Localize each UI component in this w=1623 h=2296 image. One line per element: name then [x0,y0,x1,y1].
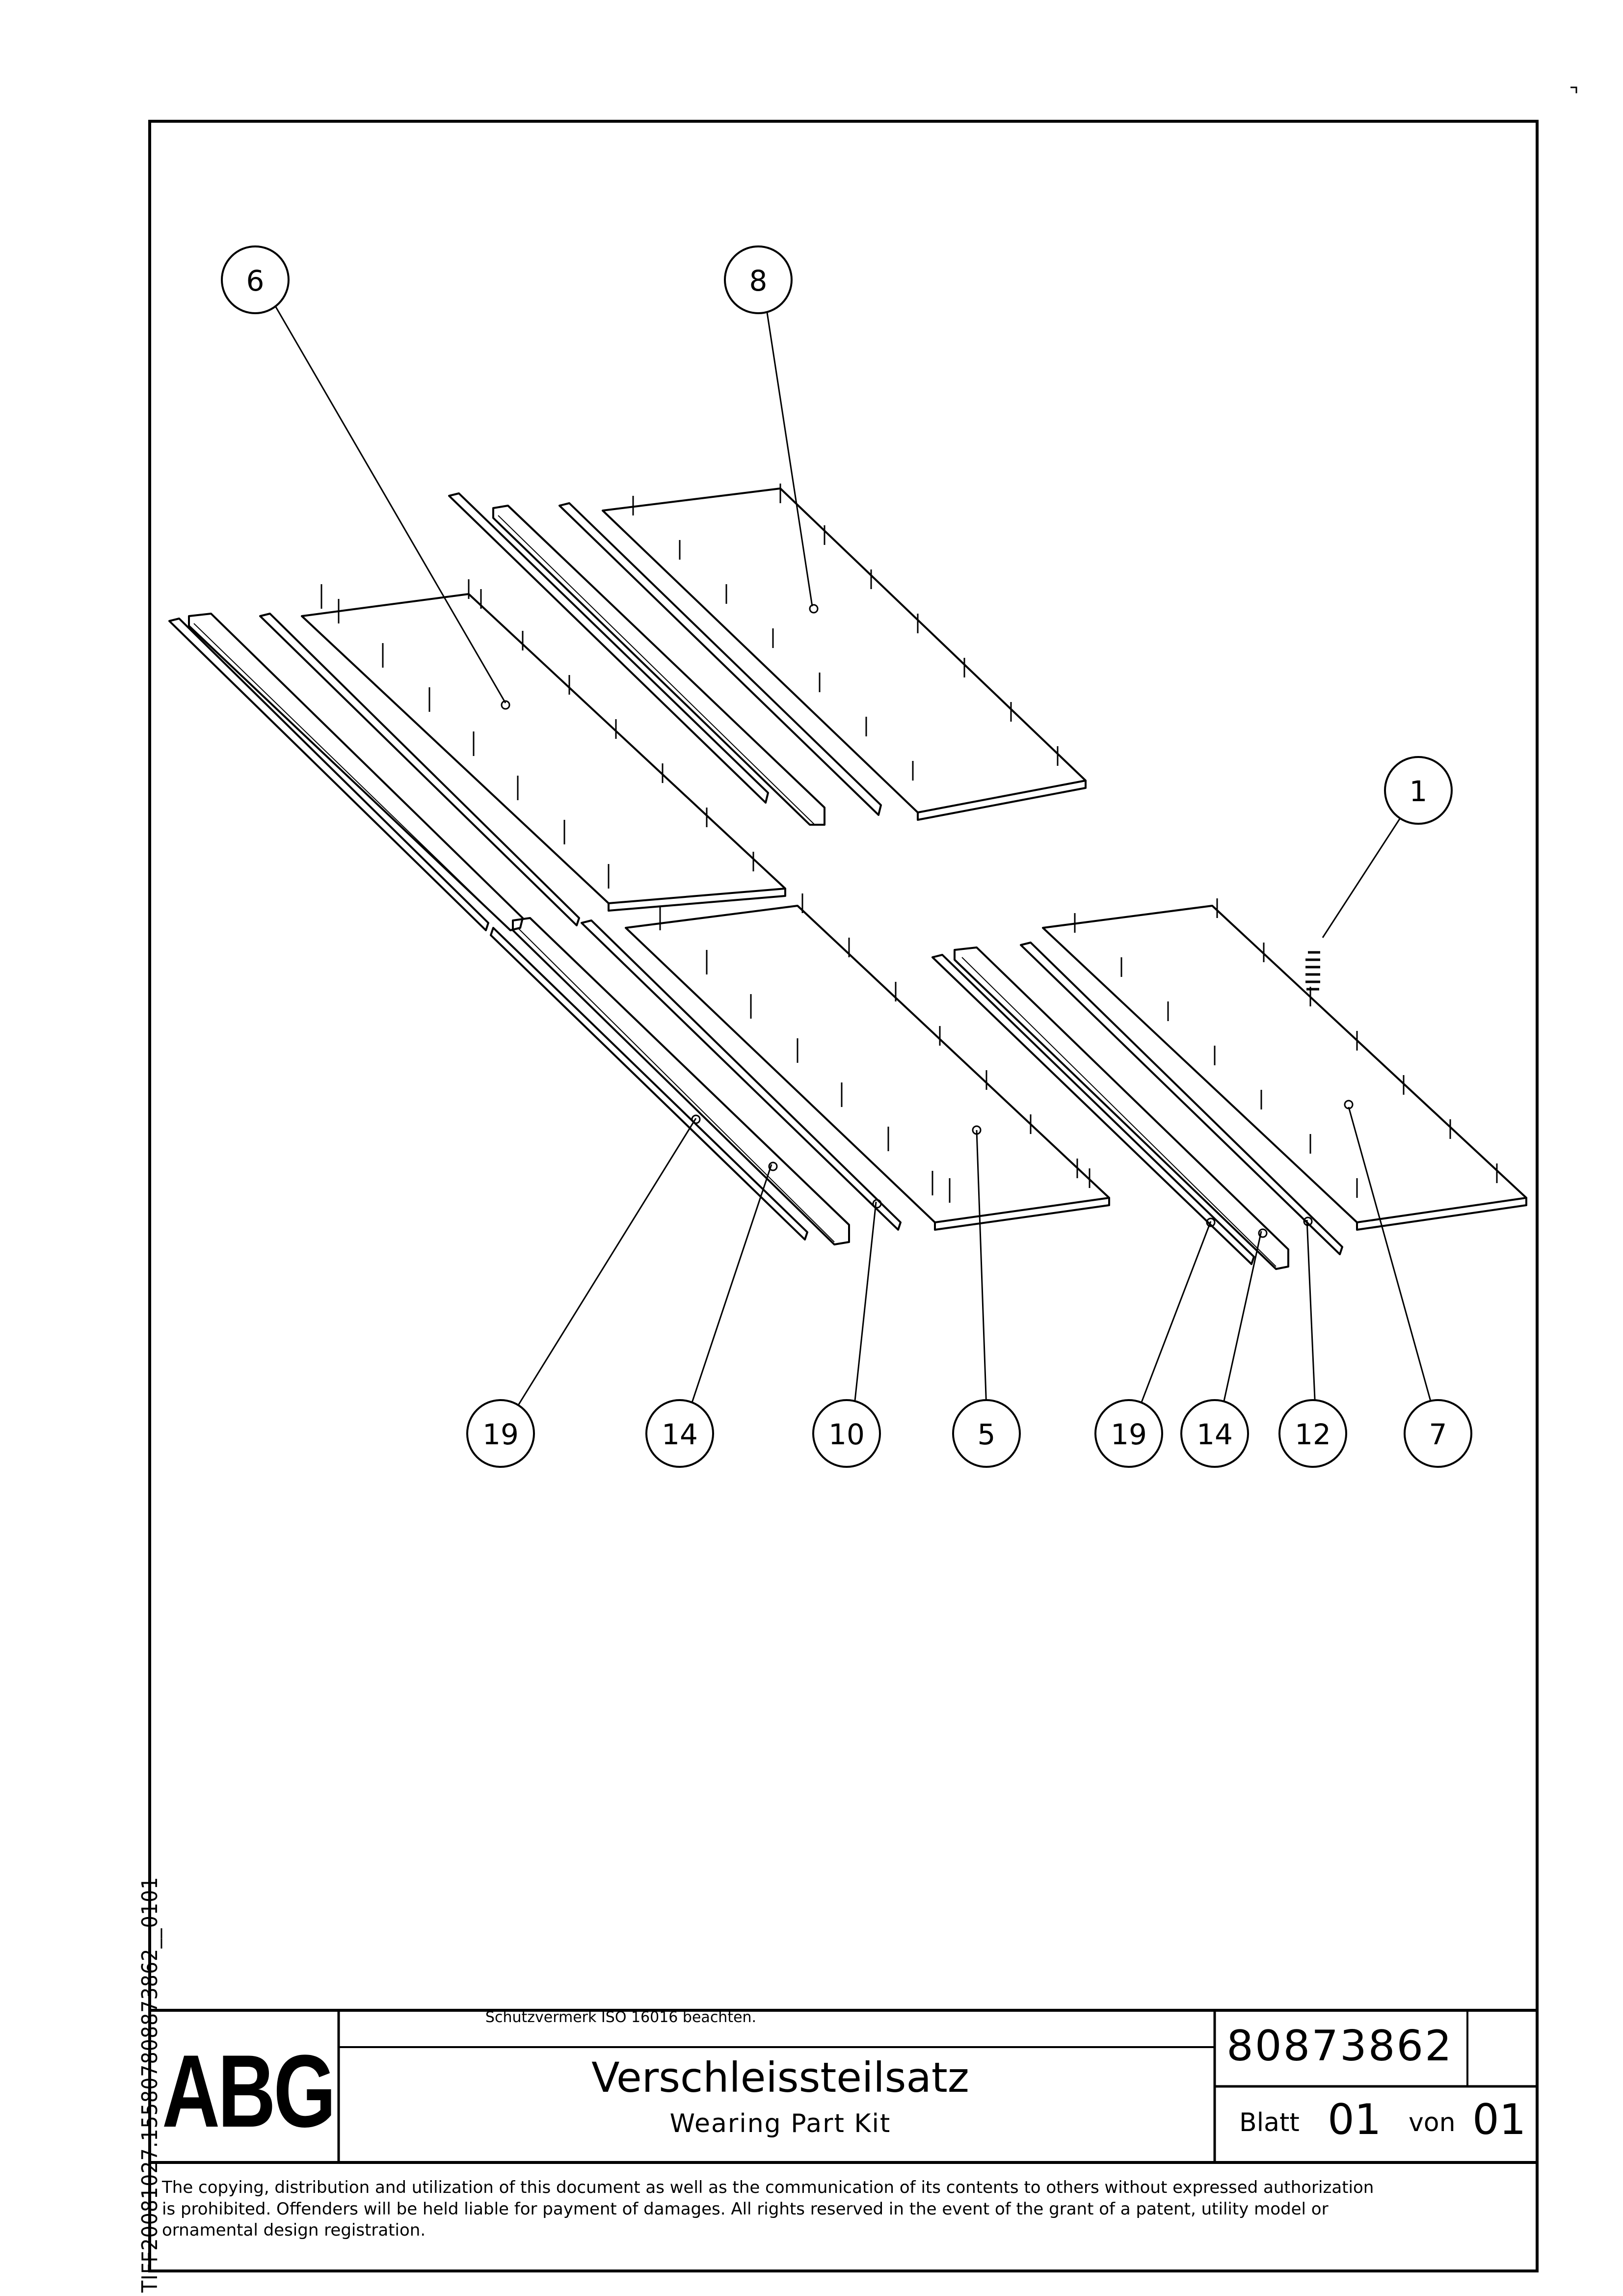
callout-circle [1384,756,1453,825]
callout-12: 12 [1278,1399,1347,1468]
callout-circle [1404,1399,1472,1468]
sheet-total: 01 [1472,2095,1526,2144]
copyright-notice: The copying, distribution and utilizatio… [162,2178,1374,2241]
of-label: von [1409,2108,1456,2137]
callout-circle [645,1399,714,1468]
callout-label: 14 [1197,1418,1233,1451]
plate-5 [625,905,1110,1231]
callout-label: 7 [1429,1418,1447,1451]
document-number: 80873862 [1226,2022,1453,2071]
protection-notice: Schutzvermerk ISO 16016 beachten. [485,2009,757,2026]
sheet-label: Blatt [1239,2108,1300,2137]
callout-circle [1180,1399,1249,1468]
callout-19: 19 [1094,1399,1163,1468]
plate-8 [602,487,1087,821]
sheet-number: 01 [1328,2095,1382,2144]
plate-7 [1042,905,1527,1231]
callout-circle [1094,1399,1163,1468]
left-long-rails [168,613,902,1245]
callout-label: 10 [828,1418,865,1451]
callout-10: 10 [812,1399,881,1468]
callout-label: 6 [246,264,265,297]
callout-label: 14 [662,1418,698,1451]
callout-6: 6 [221,245,290,314]
spring-1 [1305,951,1320,991]
assembly-illustration [168,484,1527,1270]
callout-label: 12 [1295,1418,1331,1451]
bolts [320,484,1498,1203]
callout-14: 14 [645,1399,714,1468]
title-german: Verschleissteilsatz [591,2053,969,2102]
callout-label: 19 [1111,1418,1147,1451]
plate-6 [301,593,786,912]
corner-mark [1570,86,1577,93]
callout-label: 1 [1410,775,1428,808]
callout-7: 7 [1404,1399,1472,1468]
upper-rails [448,492,882,826]
title-english: Wearing Part Kit [669,2109,891,2138]
callout-5: 5 [952,1399,1021,1468]
callout-label: 5 [978,1418,996,1451]
abg-logo: ABG [162,2033,336,2149]
callout-circle [221,245,290,314]
right-rails [931,942,1343,1270]
callout-label: 8 [749,264,768,297]
title-block-grid [150,2009,1537,2164]
callout-circle [952,1399,1021,1468]
callout-balloons: 6 8 1 19 14 10 5 19 14 12 7 [221,245,1472,1468]
drawing-frame [148,120,1539,2272]
leader-lines [270,298,1434,1410]
callout-circle [466,1399,535,1468]
callout-19: 19 [466,1399,535,1468]
callout-14: 14 [1180,1399,1249,1468]
callout-label: 19 [482,1418,519,1451]
callout-8: 8 [724,245,793,314]
callout-circle [724,245,793,314]
callout-circle [1278,1399,1347,1468]
callout-circle [812,1399,881,1468]
callout-1: 1 [1384,756,1453,825]
